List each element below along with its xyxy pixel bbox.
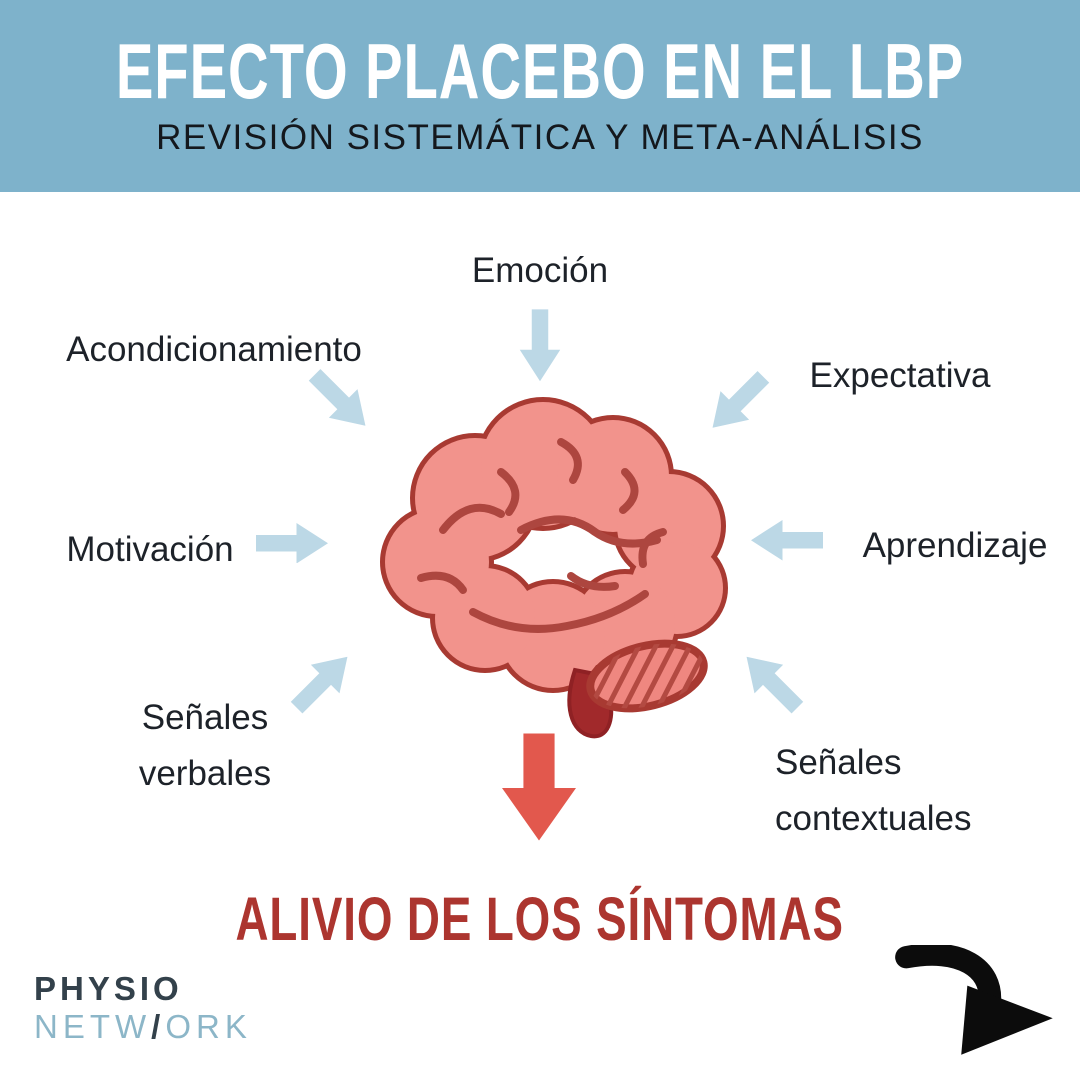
factor-label-acondicionamiento: Acondicionamiento — [66, 330, 362, 369]
curved-arrow-icon — [895, 945, 1060, 1067]
blue-arrow-left-icon — [747, 500, 827, 580]
logo-slash: / — [151, 1008, 166, 1045]
physio-network-logo: PHYSIO NETW/ORK — [34, 972, 252, 1043]
blue-arrow-right-icon — [252, 503, 332, 583]
outcome-label: ALIVIO DE LOS SÍNTOMAS — [235, 885, 845, 955]
page-title: EFECTO PLACEBO EN EL LBP — [115, 27, 965, 115]
header-band: EFECTO PLACEBO EN EL LBP REVISIÓN SISTEM… — [0, 0, 1080, 192]
factor-label-motivacion: Motivación — [66, 530, 234, 569]
factor-label-emocion: Emoción — [471, 251, 609, 290]
factor-label-expectativa: Expectativa — [809, 356, 991, 395]
factor-label-aprendizaje: Aprendizaje — [862, 526, 1048, 565]
blue-arrow-up-left-icon — [732, 642, 812, 722]
factor-label-senales-verbales: Señales verbales — [138, 698, 272, 793]
page-subtitle: REVISIÓN SISTEMÁTICA Y META-ANÁLISIS — [156, 118, 924, 157]
blue-arrow-down-left-icon — [698, 362, 778, 442]
brain-illustration — [325, 380, 765, 740]
factor-label-senales-contextuales: Señales contextuales — [775, 743, 972, 838]
blue-arrow-down-icon — [500, 305, 580, 385]
logo-network-text: NETW/ORK — [34, 1008, 252, 1045]
blue-arrow-down-right-icon — [300, 360, 380, 440]
red-arrow-down-icon — [502, 733, 576, 841]
logo-physio-text: PHYSIO — [34, 970, 183, 1007]
outcome-text: ALIVIO DE LOS SÍNTOMAS — [0, 886, 1080, 954]
blue-arrow-up-right-icon — [282, 642, 362, 722]
